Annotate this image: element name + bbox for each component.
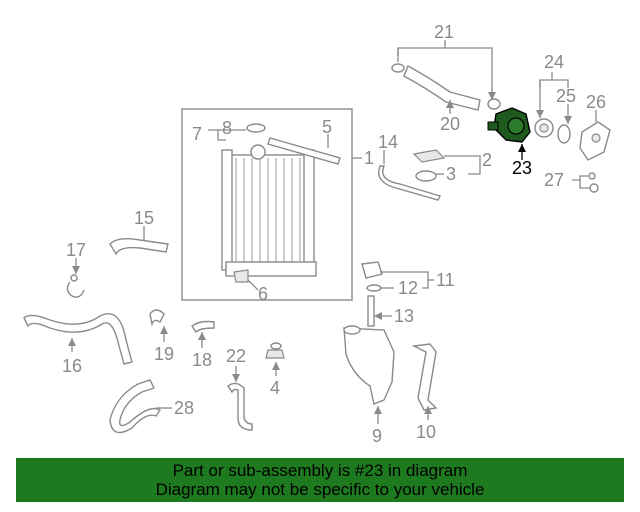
hose-16[interactable] (23, 313, 133, 365)
info-banner: Part or sub-assembly is #23 in diagram D… (16, 458, 624, 502)
callout-27: 27 (544, 170, 564, 190)
water-pipe[interactable] (391, 63, 501, 111)
clip-4[interactable] (265, 342, 285, 359)
callout-1: 1 (364, 148, 374, 168)
callout-28: 28 (174, 398, 194, 418)
callout-7: 7 (192, 124, 202, 144)
callout-3: 3 (446, 164, 456, 184)
thermostat-cover[interactable] (579, 121, 611, 161)
callout-13: 13 (394, 306, 414, 326)
callout-4: 4 (270, 378, 280, 398)
callout-11: 11 (436, 270, 455, 290)
callout-16: 16 (62, 356, 82, 376)
radiator-assembly-box (181, 108, 353, 301)
radiator-upper-seal[interactable] (267, 137, 341, 165)
leader-arrowheads (68, 92, 572, 414)
callout-2: 2 (482, 150, 492, 170)
thermostat[interactable] (534, 118, 554, 138)
radiator-cap[interactable] (246, 123, 266, 133)
banner-line-2: Diagram may not be specific to your vehi… (155, 480, 485, 499)
overflow-hose[interactable] (378, 165, 441, 201)
hose-19[interactable] (149, 309, 165, 327)
callout-23: 23 (512, 158, 532, 178)
callout-17: 17 (66, 240, 86, 260)
callout-15: 15 (134, 208, 154, 228)
callout-22: 22 (226, 346, 246, 366)
radiator[interactable] (221, 144, 317, 277)
callout-25: 25 (556, 86, 576, 106)
hose-28[interactable] (109, 379, 161, 434)
callout-24: 24 (544, 52, 564, 72)
banner-line-1: Part or sub-assembly is #23 in diagram (172, 461, 468, 480)
reservoir-hose[interactable] (367, 295, 375, 327)
callout-21: 21 (434, 22, 454, 42)
callout-26: 26 (586, 92, 606, 112)
callout-6: 6 (258, 284, 268, 304)
leader-lines (71, 40, 597, 424)
cover-bolts[interactable] (588, 172, 599, 193)
drain-bracket[interactable] (233, 269, 249, 283)
callout-14: 14 (378, 132, 398, 152)
lower-hose-15[interactable] (109, 237, 169, 256)
water-outlet-highlighted[interactable] (487, 107, 531, 143)
callout-9: 9 (372, 426, 382, 446)
reservoir-bracket[interactable] (411, 343, 438, 411)
callout-19: 19 (154, 344, 174, 364)
callout-18: 18 (192, 350, 212, 370)
coolant-reservoir[interactable] (343, 325, 395, 405)
callout-12: 12 (398, 278, 418, 298)
hose-18[interactable] (191, 320, 215, 334)
callout-10: 10 (416, 422, 436, 442)
reservoir-cap-bracket[interactable] (412, 149, 446, 182)
clamp-17[interactable] (66, 274, 85, 298)
reservoir-seal[interactable] (366, 284, 382, 292)
hose-22[interactable] (227, 382, 253, 431)
callout-5: 5 (322, 117, 332, 137)
reservoir-cap[interactable] (361, 261, 383, 279)
callout-8: 8 (222, 118, 232, 138)
thermostat-gasket[interactable] (557, 124, 571, 144)
callout-20: 20 (440, 114, 460, 134)
callout-labels: 1 2 3 4 5 6 7 8 9 10 11 12 13 14 15 16 1… (62, 22, 606, 446)
